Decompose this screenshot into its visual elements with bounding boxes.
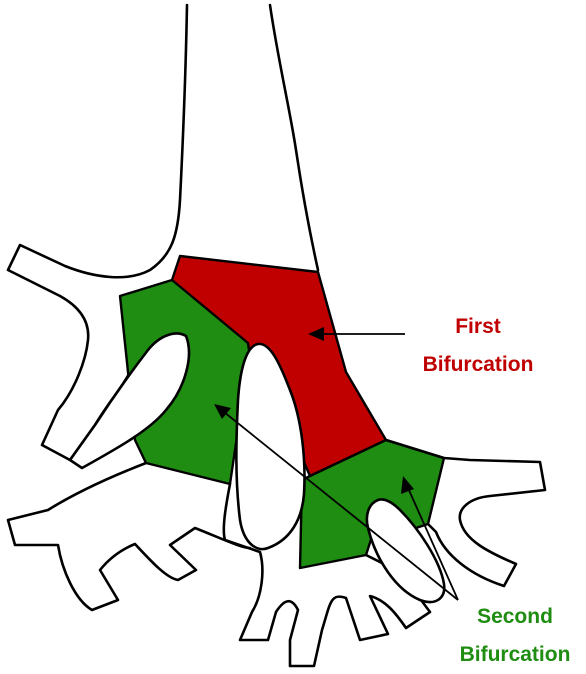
second-bifurcation-label: Second Bifurcation: [425, 598, 586, 674]
first-bifurcation-label: First Bifurcation: [388, 308, 568, 384]
first-bifurcation-label-line1: First: [388, 308, 568, 346]
second-bifurcation-label-line2: Bifurcation: [425, 636, 586, 674]
left-lower-branch-outline: [8, 463, 250, 610]
first-bifurcation-label-line2: Bifurcation: [388, 346, 568, 384]
right-inner-lobe: [367, 499, 444, 602]
trunk-right-outline: [270, 5, 318, 270]
second-bifurcation-label-line1: Second: [425, 598, 586, 636]
